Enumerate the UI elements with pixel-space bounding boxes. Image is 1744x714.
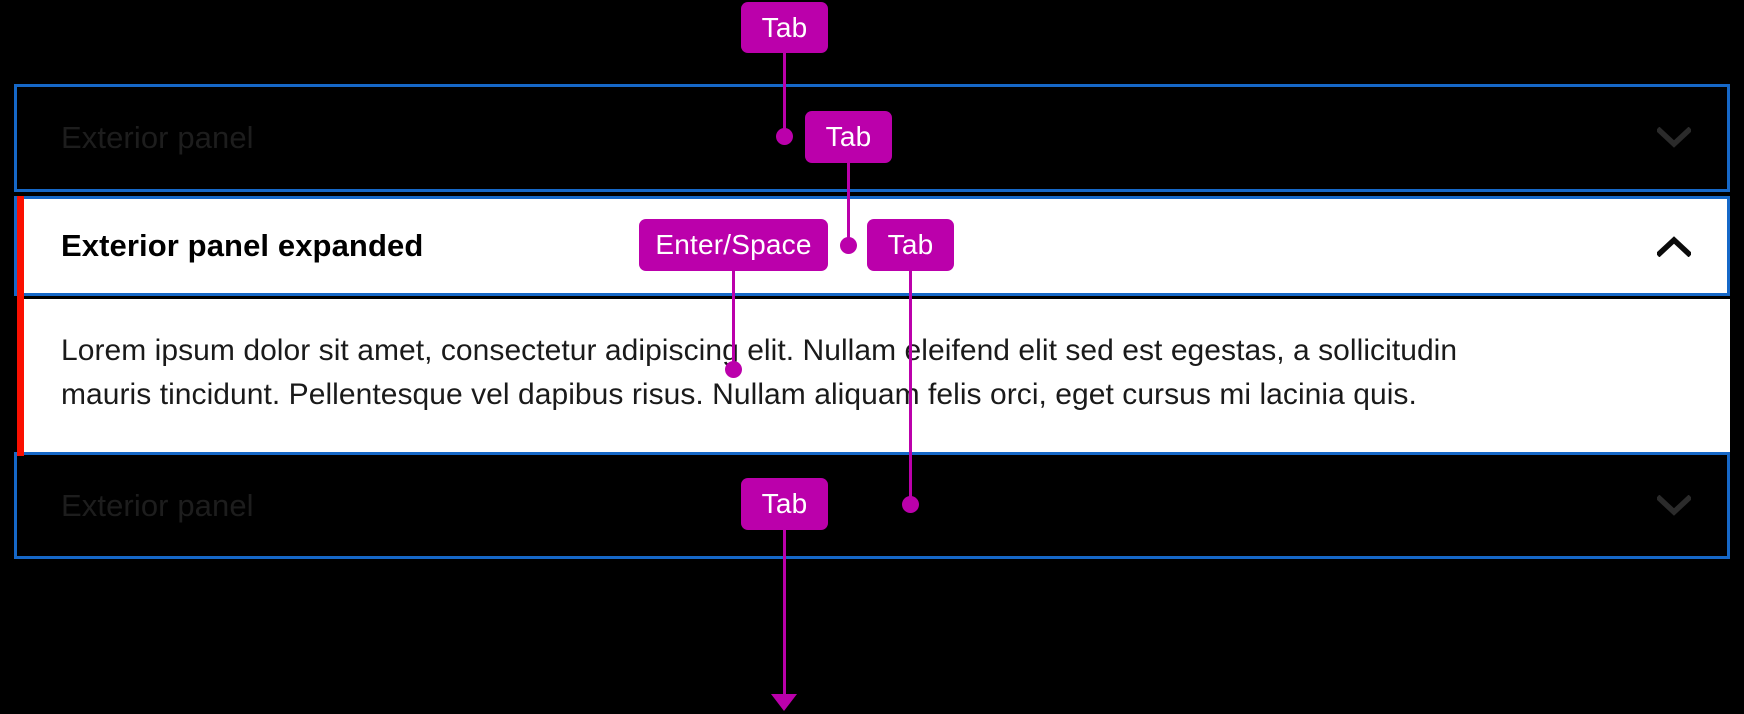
panel-header-expanded[interactable]: Exterior panel expanded xyxy=(17,199,1727,293)
panel-header-bottom[interactable]: Exterior panel xyxy=(17,455,1727,556)
panel-header[interactable]: Exterior panel xyxy=(17,87,1727,189)
panel-title-expanded: Exterior panel expanded xyxy=(61,228,424,263)
chevron-down-icon[interactable] xyxy=(1657,127,1691,149)
panel-body-text: Lorem ipsum dolor sit amet, consectetur … xyxy=(61,334,1458,411)
badge-tab-1[interactable]: Tab xyxy=(741,2,828,53)
chevron-down-icon[interactable] xyxy=(1657,494,1691,517)
chevron-up-icon[interactable] xyxy=(1657,235,1691,257)
accordion-panel-collapsed-top[interactable]: Exterior panel xyxy=(14,84,1730,192)
accordion-panel-content: Lorem ipsum dolor sit amet, consectetur … xyxy=(14,299,1730,456)
panel-title: Exterior panel xyxy=(61,120,254,155)
badge-tab-3[interactable]: Tab xyxy=(867,219,954,271)
left-accent-bar xyxy=(17,196,24,456)
panel-title-bottom: Exterior panel xyxy=(61,487,254,523)
badge-enter-space[interactable]: Enter/Space xyxy=(639,219,828,271)
badge-tab-4[interactable]: Tab xyxy=(741,478,828,530)
badge-tab-2[interactable]: Tab xyxy=(805,111,892,163)
accordion-panel-collapsed-bottom[interactable]: Exterior panel xyxy=(14,452,1730,559)
arrowhead-tab-4 xyxy=(771,694,797,711)
